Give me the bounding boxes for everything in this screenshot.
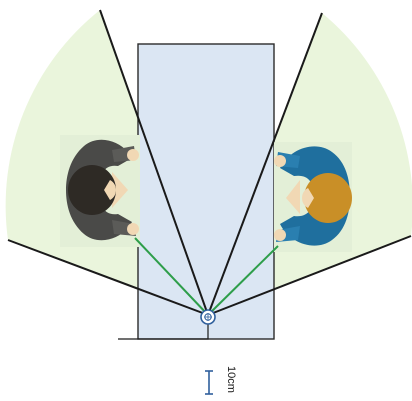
fov-right-outer-edge [207, 235, 412, 316]
fov-left-inner-edge [99, 9, 209, 316]
sightline-right [207, 245, 279, 316]
person-right-hand-lower [274, 229, 286, 241]
fov-right-inner-edge [207, 12, 323, 316]
table [137, 43, 275, 340]
person-right-head [304, 173, 352, 223]
person-left-hand-upper [127, 149, 139, 161]
person-left-face [104, 180, 116, 200]
person-right-neck [286, 180, 300, 214]
person-left-neck [112, 172, 128, 208]
person-right-face [302, 188, 314, 208]
sightline-left [134, 237, 209, 316]
person-right-hand-upper [274, 155, 286, 167]
scale-bar-label: 10cm [225, 366, 237, 393]
scale-bar: 10cm [205, 366, 237, 395]
camera-icon [200, 309, 216, 325]
person-left-hand-lower [127, 223, 139, 235]
fov-left-outer-edge [7, 239, 209, 316]
person-left [60, 135, 140, 247]
camera-mount-line [118, 322, 209, 340]
person-right [274, 142, 352, 252]
person-left-head [68, 165, 116, 215]
